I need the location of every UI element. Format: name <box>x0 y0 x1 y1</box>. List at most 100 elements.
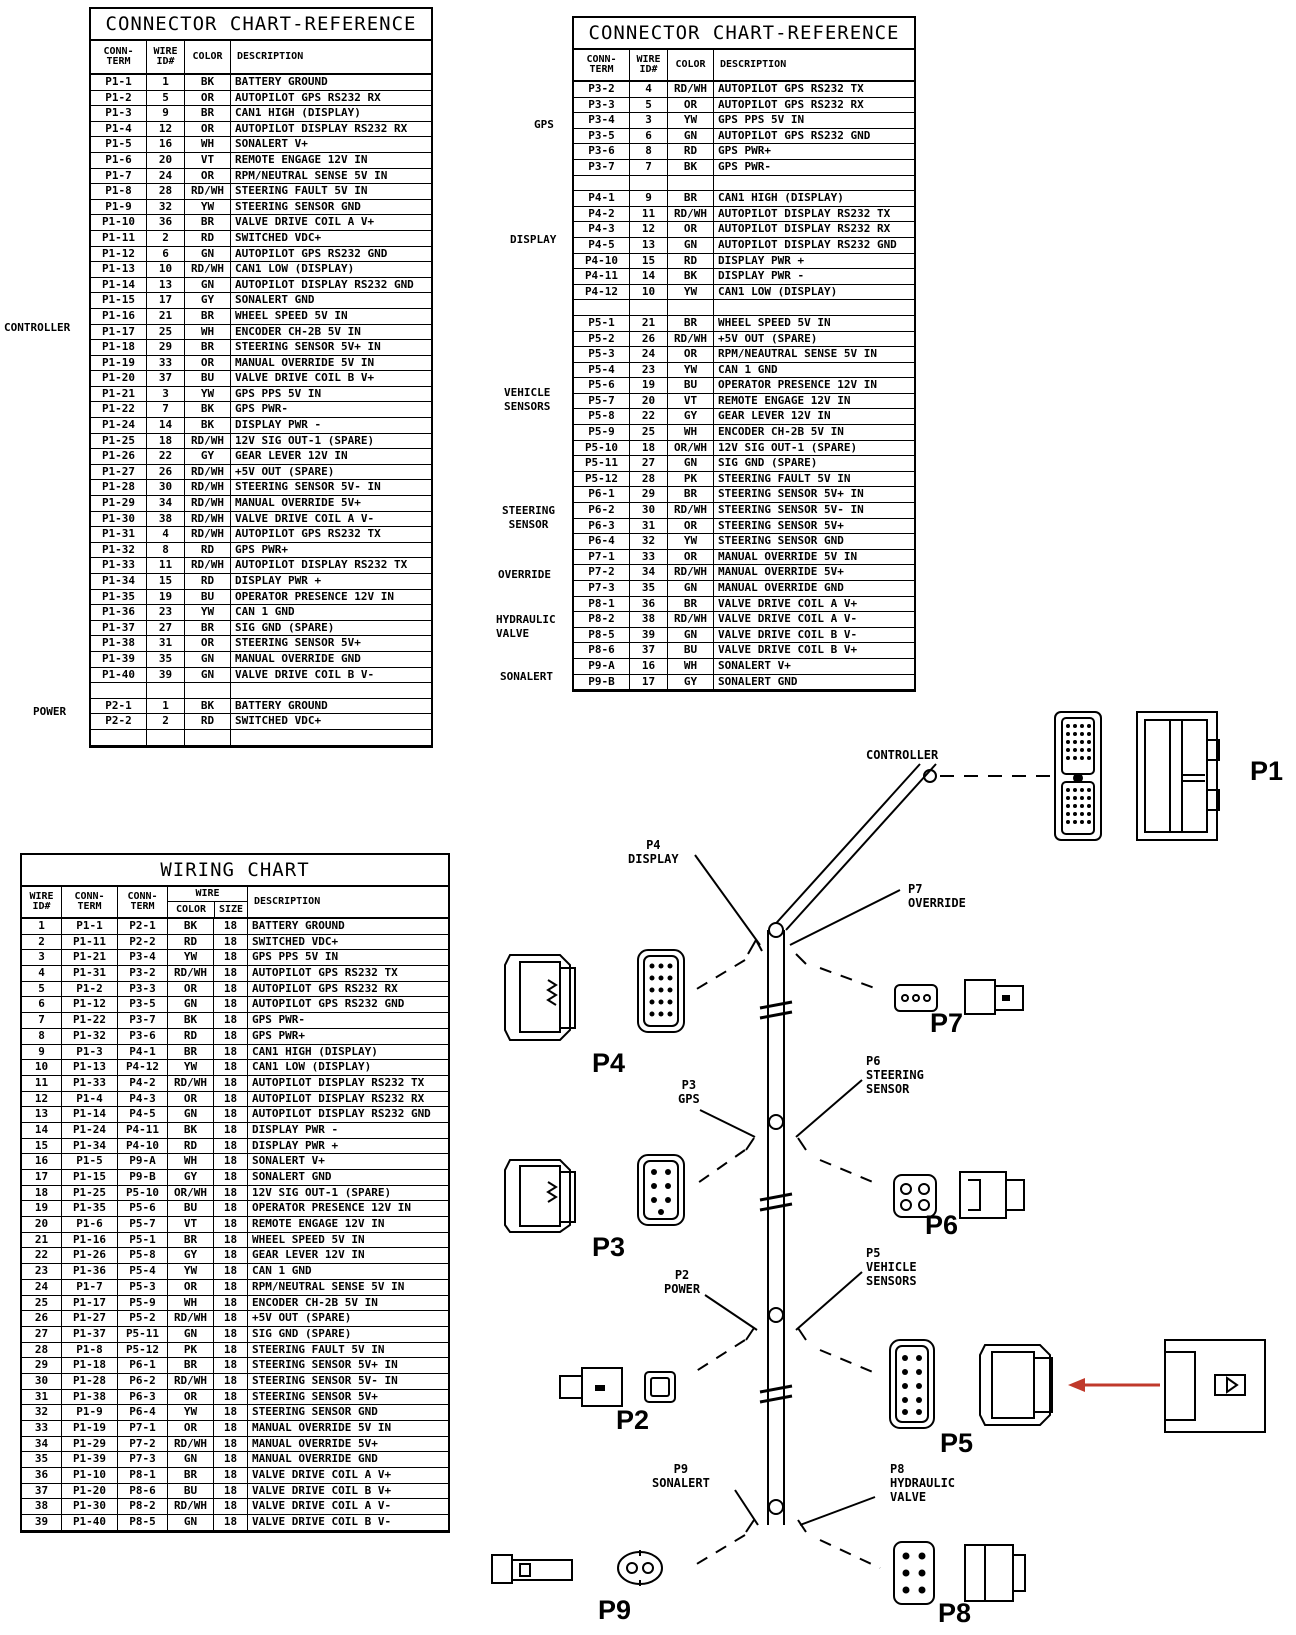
table-cell: P1-39 <box>91 651 147 667</box>
table-cell: 28 <box>630 471 668 487</box>
table-cell: 4 <box>630 82 668 97</box>
table-cell: P1-37 <box>91 620 147 636</box>
table-cell: 24 <box>630 347 668 362</box>
table-cell: SWITCHED VDC+ <box>252 934 339 948</box>
table-cell: 28 <box>22 1342 62 1358</box>
table-cell: GPS PWR+ <box>718 144 771 158</box>
table-cell: P7-1 <box>118 1421 168 1436</box>
table-cell: P1-35 <box>91 589 147 605</box>
table-cell: P1-37 <box>62 1326 118 1342</box>
table-cell: P5-10 <box>118 1185 168 1201</box>
table-cell: WH <box>185 324 231 340</box>
table-cell: OR/WH <box>168 1185 214 1201</box>
table-cell: 24 <box>147 168 185 184</box>
table-cell: 6 <box>630 128 668 144</box>
table-cell: 35 <box>22 1452 62 1468</box>
table-cell: OR <box>668 222 714 237</box>
table-cell: P3-3 <box>574 97 630 113</box>
table-cell: 4 <box>22 966 62 981</box>
table-cell: 27 <box>630 456 668 471</box>
table-cell: 18 <box>214 1326 248 1342</box>
table-cell: YW <box>668 362 714 378</box>
table-cell: REMOTE ENGAGE 12V IN <box>718 393 851 407</box>
table-cell: P1-19 <box>62 1421 118 1436</box>
table-cell: P6-2 <box>118 1373 168 1389</box>
table-cell <box>147 729 185 745</box>
table-cell: SONALERT V+ <box>252 1154 325 1168</box>
table-cell: +5V OUT (SPARE) <box>718 331 818 345</box>
table-cell: GN <box>168 1326 214 1342</box>
table-cell: OR <box>668 549 714 565</box>
table-cell: WH <box>168 1295 214 1311</box>
table-cell: P6-1 <box>574 487 630 503</box>
table-cell: 20 <box>22 1217 62 1232</box>
table-cell: 26 <box>147 464 185 480</box>
table-cell: GEAR LEVER 12V IN <box>235 449 348 463</box>
table-cell: P1-5 <box>91 137 147 152</box>
table-cell: P1-9 <box>91 199 147 215</box>
table-cell: 18 <box>214 1295 248 1311</box>
table-cell: P6-4 <box>118 1405 168 1420</box>
table-cell: BU <box>185 371 231 386</box>
table-cell: 21 <box>147 308 185 324</box>
p5-connector-icon <box>889 1339 935 1429</box>
table-cell: SIG GND (SPARE) <box>235 620 335 634</box>
table-cell: DISPLAY PWR + <box>718 253 805 267</box>
table-cell: 1 <box>147 75 185 90</box>
table-cell: 18 <box>214 1405 248 1420</box>
group-label-gps: GPS <box>534 118 554 131</box>
table-cell: VALVE DRIVE COIL B V+ <box>235 371 375 385</box>
junction-p9-p8 <box>768 1499 784 1515</box>
table-cell: P1-1 <box>62 919 118 934</box>
table-cell: SWITCHED VDC+ <box>235 230 322 244</box>
table-cell: BU <box>168 1483 214 1499</box>
table-cell: P1-5 <box>62 1154 118 1169</box>
table-cell: P2-2 <box>91 714 147 729</box>
table-cell: RD <box>185 542 231 558</box>
table-cell: RD <box>668 253 714 269</box>
table-cell: P1-12 <box>62 997 118 1013</box>
p5-mating-connector-icon <box>979 1344 1053 1426</box>
table-cell: P1-25 <box>62 1185 118 1201</box>
connector-name-p8: P8 <box>938 1598 972 1628</box>
table-cell: GN <box>168 997 214 1013</box>
controller-branch <box>769 763 937 931</box>
table-cell: 15 <box>630 253 668 269</box>
table-cell: DISPLAY PWR - <box>235 418 322 432</box>
table-cell: P1-15 <box>91 293 147 308</box>
table-cell: P1-16 <box>91 308 147 324</box>
table-cell: 19 <box>147 589 185 605</box>
table-cell: 10 <box>630 284 668 300</box>
table-cell: WH <box>168 1154 214 1169</box>
table-cell: 29 <box>147 340 185 355</box>
table-cell: RD/WH <box>668 331 714 347</box>
table-cell: 18 <box>214 950 248 966</box>
table-cell: P1-17 <box>91 324 147 340</box>
table-cell: BK <box>668 269 714 284</box>
table-cell: 2 <box>147 714 185 729</box>
table-cell: P3-2 <box>574 82 630 97</box>
table-cell: 39 <box>22 1515 62 1530</box>
table-cell: P1-22 <box>91 402 147 418</box>
table-cell: 22 <box>147 449 185 464</box>
table-cell: P1-29 <box>62 1436 118 1452</box>
table-cell: P4-10 <box>574 253 630 269</box>
table-cell: YW <box>668 534 714 549</box>
